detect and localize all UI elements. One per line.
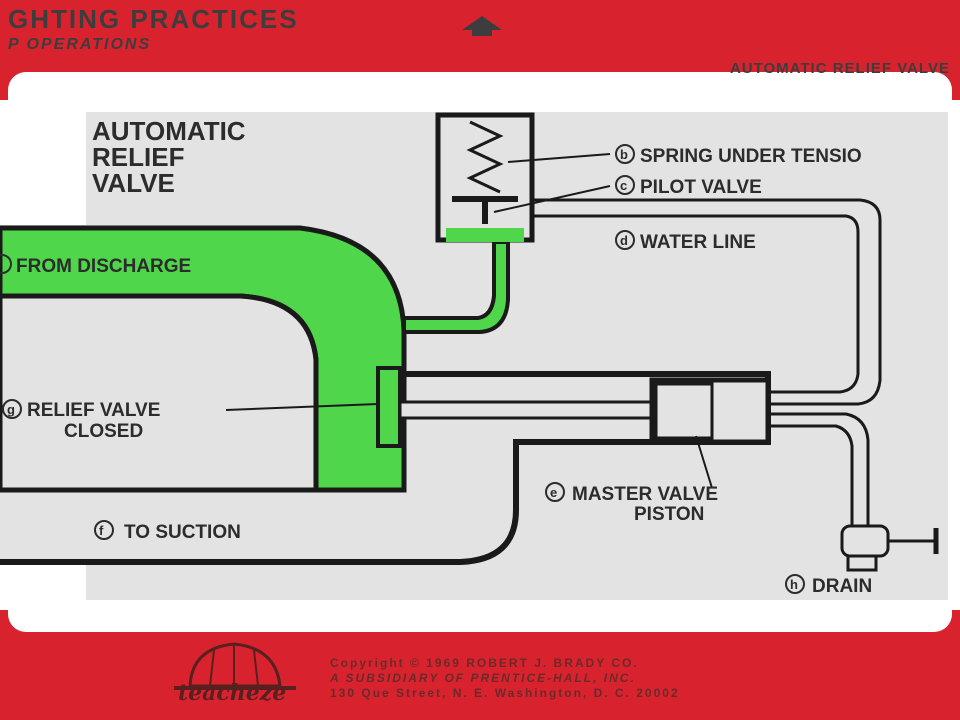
header-right-title: AUTOMATIC RELIEF VALVE (729, 60, 950, 77)
bottom-frame-inner-edge (8, 610, 952, 632)
pilot-stem (482, 202, 488, 224)
leader-spring (507, 153, 611, 163)
label-pilot: c PILOT VALVE (615, 175, 762, 198)
label-drain: h DRAIN (785, 574, 872, 597)
svg-text:d: d (620, 233, 628, 248)
spring-icon (466, 120, 504, 194)
pipe-inner-chamber (0, 293, 319, 493)
header-subtitle: P OPERATIONS (8, 36, 152, 53)
svg-text:PISTON: PISTON (634, 504, 704, 525)
svg-text:RELIEF VALVE: RELIEF VALVE (27, 400, 160, 421)
label-relief-valve: g RELIEF VALVE CLOSED (2, 399, 160, 442)
drain-line-outer (768, 412, 870, 528)
up-arrow-icon (462, 16, 502, 30)
diagram-title-line2: RELIEF (92, 142, 184, 172)
svg-text:FROM DISCHARGE: FROM DISCHARGE (16, 256, 191, 277)
logo-text: teacheze (178, 680, 287, 706)
diagram-title-line1: AUTOMATIC (92, 116, 246, 146)
master-valve-piston (654, 382, 714, 440)
drain-line-inner (768, 424, 854, 528)
leader-pilot (493, 185, 611, 213)
pilot-water-chamber (446, 228, 524, 242)
top-frame-inner-edge (8, 72, 952, 100)
svg-text:DRAIN: DRAIN (812, 576, 872, 597)
diagram-title-line3: VALVE (92, 168, 175, 198)
svg-text:WATER LINE: WATER LINE (640, 232, 756, 253)
copyright-line-1: Copyright © 1969 ROBERT J. BRADY CO. (330, 656, 639, 670)
drain-valve-body (840, 524, 890, 558)
svg-text:TO SUCTION: TO SUCTION (124, 522, 241, 543)
svg-text:PILOT VALVE: PILOT VALVE (640, 177, 762, 198)
teacheze-helmet-logo-icon (174, 642, 296, 690)
leader-relief (225, 403, 379, 411)
valve-stem (398, 400, 660, 420)
label-water-line: d WATER LINE (615, 230, 756, 253)
drain-spout (846, 554, 878, 572)
svg-text:CLOSED: CLOSED (64, 421, 143, 442)
pilot-disk (452, 196, 518, 202)
label-master-valve: e MASTER VALVE PISTON (545, 482, 718, 525)
water-line-inner (532, 214, 860, 394)
svg-text:e: e (550, 485, 557, 500)
svg-text:MASTER VALVE: MASTER VALVE (572, 484, 718, 505)
svg-text:SPRING UNDER TENSIO: SPRING UNDER TENSIO (640, 146, 862, 167)
svg-text:b: b (620, 147, 628, 162)
svg-text:g: g (7, 402, 15, 417)
water-line-outer (532, 198, 882, 406)
leader-master (695, 435, 713, 489)
label-from-discharge: FROM DISCHARGE (0, 254, 191, 277)
svg-text:h: h (790, 577, 798, 592)
suction-chamber-outline (0, 371, 771, 565)
label-spring: b SPRING UNDER TENSIO (615, 144, 862, 167)
copyright-block: Copyright © 1969 ROBERT J. BRADY CO. A S… (330, 656, 680, 701)
relief-valve-plate (376, 366, 402, 448)
label-to-suction: f TO SUCTION (94, 520, 241, 543)
copyright-line-3: 130 Que Street, N. E. Washington, D. C. … (330, 686, 680, 700)
svg-text:f: f (99, 523, 104, 538)
copyright-line-2: A SUBSIDIARY OF PRENTICE-HALL, INC. (330, 671, 636, 685)
svg-text:c: c (620, 178, 627, 193)
header-title: GHTING PRACTICES (8, 4, 299, 34)
up-arrow-stem (472, 29, 492, 36)
